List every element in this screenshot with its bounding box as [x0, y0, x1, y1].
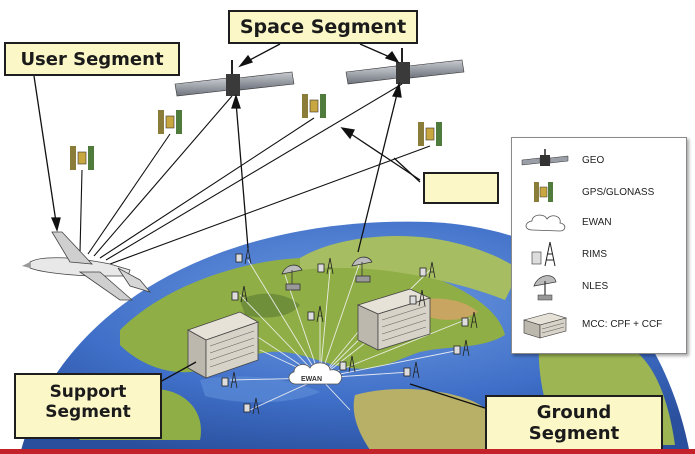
space-segment-label: Space Segment	[228, 10, 418, 44]
support-segment-line1: Support	[49, 382, 127, 402]
ground-segment-line1: Ground	[536, 402, 612, 423]
empty-label-box	[423, 172, 499, 204]
uplink-arrows	[231, 81, 402, 253]
blank-label-arrows	[340, 127, 421, 183]
building-icon	[522, 312, 568, 339]
legend-item-geo: GEO	[512, 146, 688, 176]
rims-stations	[221, 247, 478, 415]
legend-label: GPS/GLONASS	[582, 187, 655, 198]
mcc-building-right	[356, 288, 432, 351]
cloud-icon	[525, 214, 566, 232]
space-segment-arrows	[238, 43, 400, 68]
user-segment-text: User Segment	[20, 49, 164, 70]
pointer-lines	[159, 361, 486, 409]
legend-item-rims: RIMS	[512, 240, 688, 270]
legend-label: NLES	[582, 281, 609, 292]
signal-lines	[79, 83, 431, 265]
aircraft-icon	[22, 231, 152, 301]
space-segment-text: Space Segment	[239, 16, 407, 38]
legend-label: RIMS	[582, 249, 607, 260]
user-segment-label: User Segment	[4, 42, 180, 76]
bottom-rule	[0, 449, 695, 454]
user-segment-arrow	[33, 75, 61, 233]
gps-satellites	[70, 94, 442, 170]
nles-stations	[281, 256, 373, 291]
legend: GEO GPS/GLONASS EWAN RIMS	[511, 137, 687, 354]
support-segment-line2: Segment	[45, 401, 131, 422]
geo-satellite-right-icon	[345, 48, 465, 85]
legend-label: GEO	[582, 155, 605, 166]
ewan-cloud-icon	[288, 362, 343, 385]
ground-segment-line2: Segment	[528, 422, 620, 444]
geo-satellite-icon	[521, 149, 569, 166]
legend-label: MCC: CPF + CCF	[582, 319, 663, 330]
legend-item-nles: NLES	[512, 272, 688, 302]
legend-item-mcc: MCC: CPF + CCF	[512, 310, 688, 340]
legend-item-gps: GPS/GLONASS	[512, 178, 688, 208]
legend-item-ewan: EWAN	[512, 208, 688, 238]
ewan-map-label: EWAN	[301, 376, 322, 383]
geo-satellite-left-icon	[174, 60, 295, 97]
ground-segment-label: Ground Segment	[485, 395, 663, 454]
gps-glonass-satellite-icon	[534, 182, 553, 202]
rims-station-icon	[531, 241, 556, 267]
legend-label: EWAN	[582, 217, 612, 228]
mcc-building-left	[187, 311, 259, 379]
nles-dish-icon	[533, 275, 557, 301]
support-segment-label: Support Segment	[14, 373, 162, 439]
